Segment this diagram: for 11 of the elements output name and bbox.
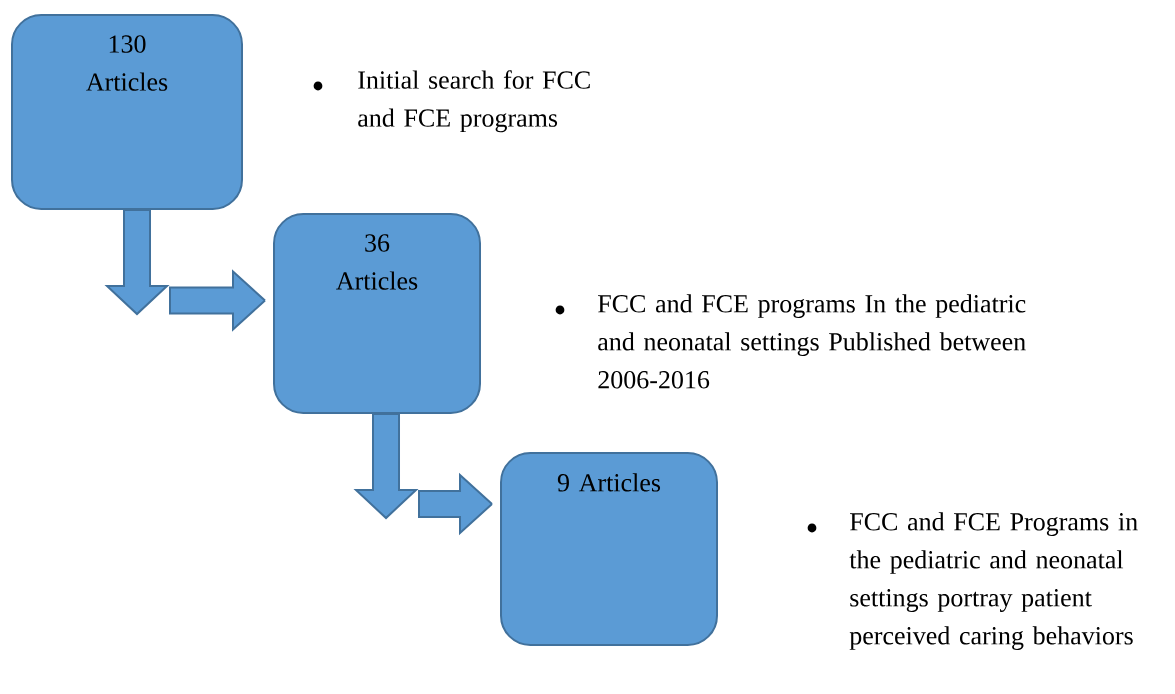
bullet-text: FCC and FCE programs In the pediatric and neonatal settings Published between 2006-2016 xyxy=(598,294,1026,389)
bullet-text: FCC and FCE Programs in the pediatric and neonatal settings portray patient perceived caring behaviors xyxy=(849,512,1138,650)
block-arrow xyxy=(353,413,494,536)
rounded-box xyxy=(11,14,243,210)
block-arrow xyxy=(104,209,267,332)
box-text: 9 Articles xyxy=(557,473,661,492)
box-text: 36 Articles xyxy=(336,234,418,290)
rounded-box xyxy=(273,213,481,414)
box-text: 130 Articles xyxy=(86,35,168,91)
rounded-box xyxy=(500,452,718,646)
bullet-text: Initial search for FCC and FCE programs xyxy=(358,70,590,133)
